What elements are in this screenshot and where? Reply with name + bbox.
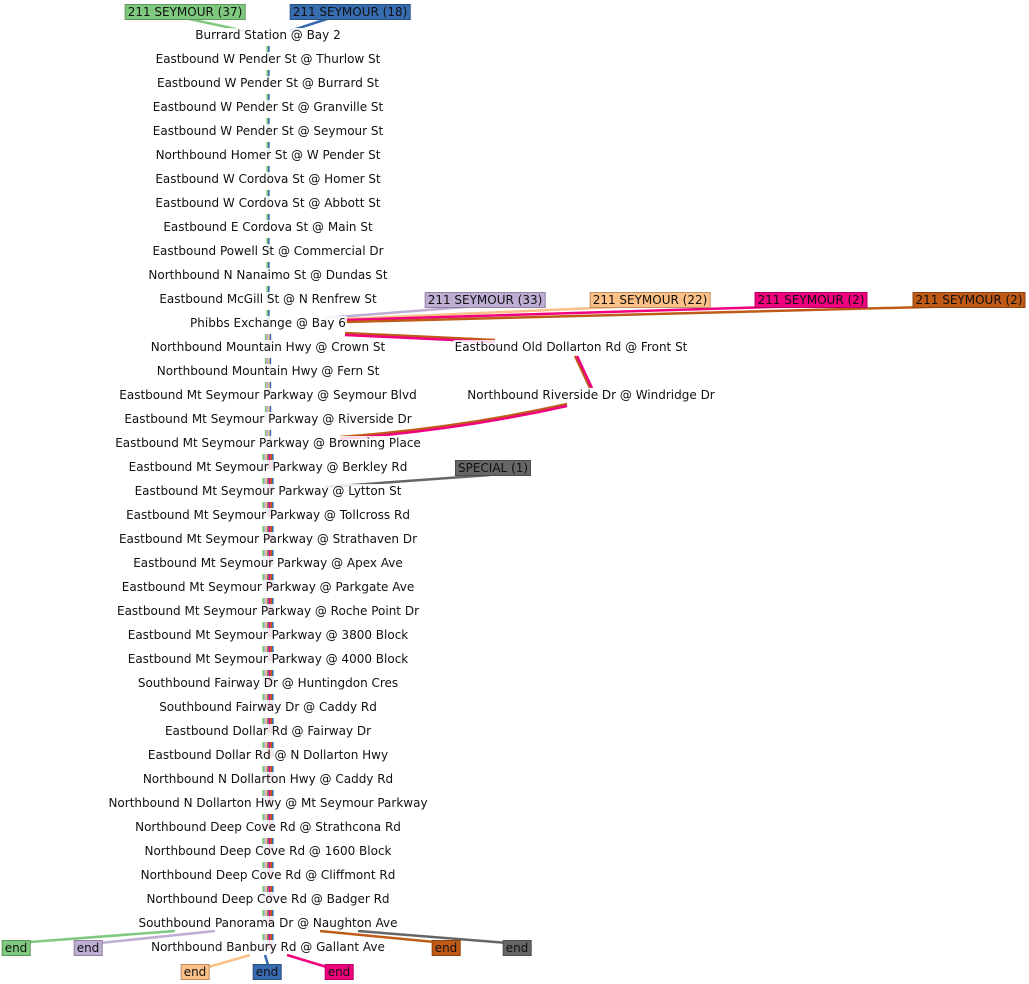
stop-label: Eastbound W Pender St @ Granville St — [151, 100, 385, 114]
end-connector — [286, 953, 331, 970]
route-label: 211 SEYMOUR (2) — [912, 292, 1026, 308]
route-end-label: end — [502, 940, 532, 956]
end-connector — [319, 929, 446, 945]
stop-label: Eastbound Mt Seymour Parkway @ Strathave… — [117, 532, 419, 546]
stop-label: Eastbound Old Dollarton Rd @ Front St — [453, 340, 689, 354]
stop-label: Eastbound Mt Seymour Parkway @ Roche Poi… — [115, 604, 421, 618]
stop-label: Eastbound Mt Seymour Parkway @ Lytton St — [133, 484, 403, 498]
route-connector — [324, 304, 479, 320]
branch-segment — [573, 355, 592, 389]
stop-label: Eastbound E Cordova St @ Main St — [162, 220, 374, 234]
route-label: 211 SEYMOUR (37) — [124, 4, 246, 20]
stop-label: Eastbound Mt Seymour Parkway @ Parkgate … — [120, 580, 416, 594]
route-connector — [344, 304, 966, 324]
stop-label: Eastbound W Pender St @ Thurlow St — [154, 52, 382, 66]
stop-label: Northbound Mountain Hwy @ Crown St — [149, 340, 387, 354]
stop-label: Eastbound Mt Seymour Parkway @ Tollcross… — [125, 508, 411, 522]
stop-label: Northbound Deep Cove Rd @ Badger Rd — [145, 892, 391, 906]
route-end-label: end — [252, 964, 282, 980]
stop-label: Eastbound Dollar Rd @ N Dollarton Hwy — [146, 748, 390, 762]
stop-label: Burrard Station @ Bay 2 — [194, 28, 342, 42]
branch-segment — [344, 331, 496, 342]
branch-segment — [339, 402, 568, 439]
stop-label: Northbound Riverside Dr @ Windridge Dr — [466, 388, 716, 402]
end-connector — [29, 929, 176, 944]
stop-label: Northbound Deep Cove Rd @ Strathcona Rd — [134, 820, 402, 834]
stop-label: Eastbound McGill St @ N Renfrew St — [158, 292, 378, 306]
route-end-label: end — [324, 964, 354, 980]
route-label: SPECIAL (1) — [454, 460, 532, 476]
stop-label: Northbound Homer St @ W Pender St — [154, 148, 382, 162]
end-connector — [204, 953, 251, 970]
stop-label: Southbound Fairway Dr @ Caddy Rd — [158, 700, 378, 714]
stop-label: Northbound N Dollarton Hwy @ Mt Seymour … — [107, 796, 429, 810]
stop-label: Northbound N Dollarton Hwy @ Caddy Rd — [141, 772, 395, 786]
stop-label: Eastbound W Cordova St @ Homer St — [154, 172, 382, 186]
stop-label: Eastbound Powell St @ Commercial Dr — [151, 244, 385, 258]
stop-label: Eastbound Mt Seymour Parkway @ Riverside… — [123, 412, 413, 426]
stop-label: Eastbound Mt Seymour Parkway @ Seymour B… — [118, 388, 418, 402]
stop-label: Eastbound Mt Seymour Parkway @ 4000 Bloc… — [126, 652, 410, 666]
stop-label: Southbound Fairway Dr @ Huntingdon Cres — [136, 676, 400, 690]
stop-label: Eastbound Mt Seymour Parkway @ 3800 Bloc… — [126, 628, 410, 642]
stop-label: Eastbound W Pender St @ Seymour St — [151, 124, 385, 138]
route-connector — [344, 304, 641, 321]
route-label: 211 SEYMOUR (33) — [424, 292, 546, 308]
route-end-label: end — [1, 940, 31, 956]
stop-label: Eastbound Dollar Rd @ Fairway Dr — [163, 724, 373, 738]
stop-label: Northbound Deep Cove Rd @ 1600 Block — [143, 844, 393, 858]
stop-label: Eastbound Mt Seymour Parkway @ Berkley R… — [127, 460, 409, 474]
stop-label: Phibbs Exchange @ Bay 6 — [189, 316, 347, 330]
stop-label: Southbound Panorama Dr @ Naughton Ave — [137, 916, 399, 930]
stop-label: Eastbound W Cordova St @ Abbott St — [154, 196, 382, 210]
stop-label: Eastbound W Pender St @ Burrard St — [156, 76, 380, 90]
route-end-label: end — [431, 940, 461, 956]
stop-label: Northbound Deep Cove Rd @ Cliffmont Rd — [139, 868, 397, 882]
stop-label: Eastbound Mt Seymour Parkway @ Browning … — [114, 436, 422, 450]
stop-label: Eastbound Mt Seymour Parkway @ Apex Ave — [132, 556, 404, 570]
route-label: 211 SEYMOUR (18) — [289, 4, 411, 20]
route-label: 211 SEYMOUR (22) — [589, 292, 711, 308]
branch-segment — [575, 355, 594, 389]
route-connector — [344, 304, 806, 322]
stop-label: Northbound Banbury Rd @ Gallant Ave — [150, 940, 386, 954]
end-connector — [263, 954, 270, 966]
stop-label: Northbound Mountain Hwy @ Fern St — [155, 364, 381, 378]
end-connector — [99, 929, 216, 945]
route-end-label: end — [73, 940, 103, 956]
route-label: 211 SEYMOUR (2) — [754, 292, 868, 308]
end-connector — [357, 929, 509, 945]
stop-label: Northbound N Nanaimo St @ Dundas St — [147, 268, 389, 282]
route-end-label: end — [180, 964, 210, 980]
